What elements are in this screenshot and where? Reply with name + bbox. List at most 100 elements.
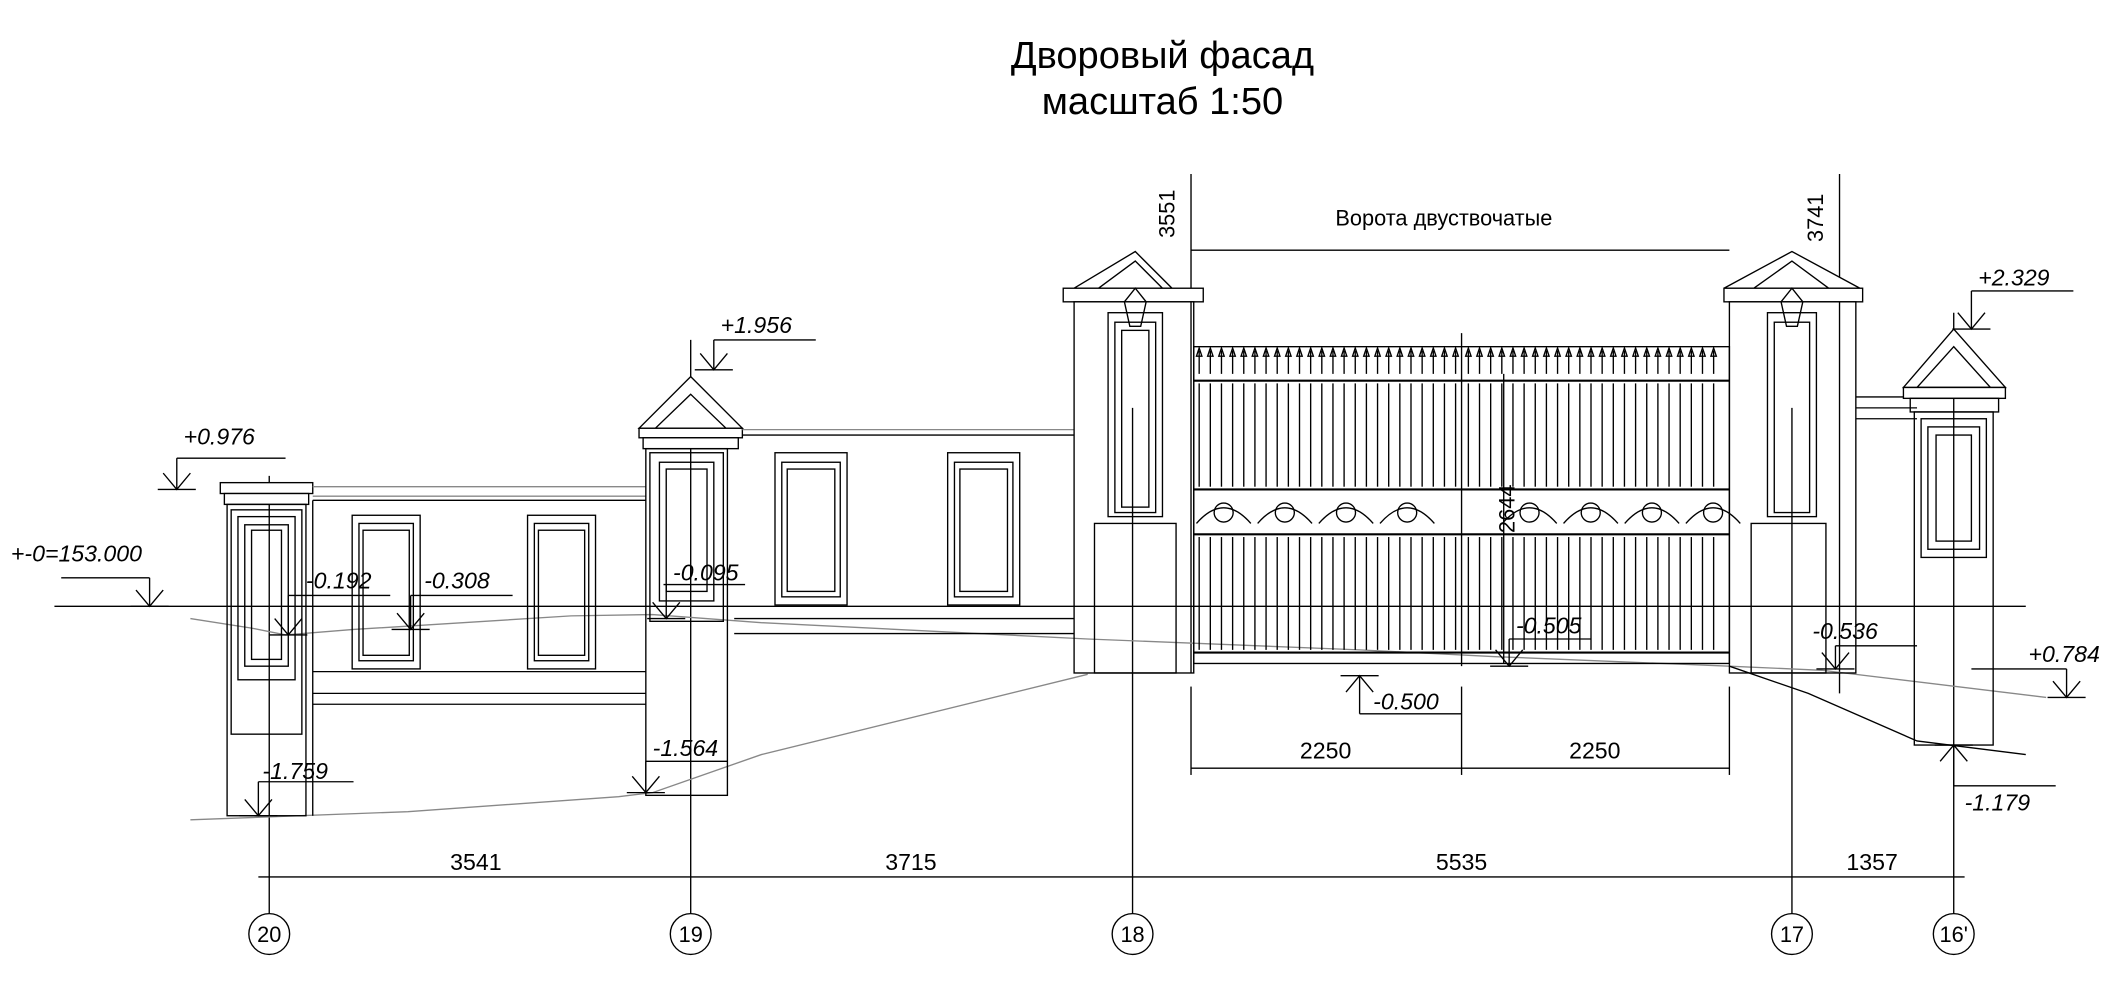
level-marker-p19-bottom: -1.564 (626, 735, 728, 794)
axis-bubble-16: 16' (1932, 912, 1975, 956)
axis-bubble-20: 20 (248, 912, 291, 956)
gate-spear-tip (1464, 345, 1473, 357)
gate-spear-tip (1373, 345, 1382, 357)
level-value: -1.179 (1965, 789, 2031, 815)
gate-scroll-curve (1257, 507, 1313, 524)
level-value: -0.500 (1373, 689, 1439, 715)
level-marker-p16-right: +0.784 (1971, 641, 2100, 699)
gate-leaf-width-left: 2250 (1300, 738, 1351, 764)
level-marker-p19-base: -0.095 (647, 560, 746, 620)
gate-scroll-ornament (1335, 502, 1357, 523)
gate-spear-tip (1565, 345, 1573, 357)
level-value: +1.956 (721, 312, 792, 338)
svg-text:16': 16' (1940, 922, 1968, 947)
level-marker-p16-bottom: -1.179 (1934, 743, 2056, 815)
level-value: -0.536 (1812, 618, 1878, 644)
gate-spear-tip (1329, 345, 1337, 357)
gate-spear-tip (1206, 345, 1214, 357)
gate-spear-tip (1665, 345, 1673, 357)
level-marker-gate-out: -0.500 (1340, 674, 1462, 715)
gate-spear-tip (1531, 345, 1539, 357)
gate-scroll-ornament (1274, 502, 1296, 523)
terrain-right (1729, 665, 2026, 756)
gate-spear-tip (1587, 345, 1595, 357)
gate-scroll-ornament (1519, 502, 1540, 523)
gate-scroll-ornament (1213, 502, 1234, 523)
terrain-lower (190, 673, 1088, 821)
gate-spear-tip (1609, 345, 1617, 357)
gate-spear-tip (1240, 345, 1248, 357)
gate-spear-tip (1631, 345, 1640, 357)
gate-spear-tip (1340, 345, 1348, 357)
svg-text:18: 18 (1120, 922, 1144, 947)
level-value: -0.095 (673, 560, 739, 586)
gate-spear-tip (1262, 345, 1270, 357)
gate-width-dims (1190, 686, 1731, 775)
gate-spear-tip (1418, 345, 1426, 357)
level-marker-datum: +-0=153.000 (11, 540, 169, 608)
gate-scroll-ornament (1396, 502, 1418, 523)
gate-spear-tip (1620, 345, 1629, 357)
level-marker-p17-base: -0.536 (1812, 618, 1918, 670)
gate-spear-tip (1475, 345, 1484, 357)
level-value: +2.329 (1978, 265, 2049, 291)
gate-scroll-curve (1379, 507, 1435, 524)
level-marker-w2: -0.308 (391, 568, 513, 631)
gate-scroll-curve (1563, 507, 1619, 524)
gate-spear-tip (1284, 345, 1293, 357)
gate-label: Ворота двуствочатые (1335, 206, 1552, 231)
gate-spear-tip (1576, 345, 1584, 357)
gate-spear-tip (1407, 345, 1415, 357)
gate-spear-tip (1351, 345, 1359, 357)
gate-spear-tip (1306, 345, 1315, 357)
level-marker-p16-top: +2.329 (1952, 265, 2074, 331)
gate-spear-tip (1520, 345, 1528, 357)
gate-spear-tip (1195, 345, 1203, 357)
drawing-title: Дворовый фасад (1011, 35, 1314, 77)
gate-spear-tip (1643, 345, 1651, 357)
axis-dim-18-17: 5535 (1436, 849, 1487, 875)
gate-spear-tip (1385, 345, 1393, 357)
gate-scroll-curve (1685, 507, 1741, 524)
level-value: +-0=153.000 (11, 540, 142, 566)
axis-bubble-18: 18 (1111, 912, 1154, 956)
level-value: +0.784 (2029, 641, 2100, 667)
pier-17 (1723, 250, 1864, 674)
gate-spear-tip (1451, 345, 1460, 357)
level-value: -0.505 (1516, 613, 1582, 639)
terrain-upper (190, 613, 2047, 699)
level-marker-p20-top: +0.976 (157, 424, 286, 491)
pier-19 (637, 375, 745, 797)
gate-spear-tip (1273, 345, 1281, 357)
gate-spear-tip (1598, 345, 1606, 357)
gate-spear-tip (1440, 345, 1449, 357)
gate-spear-tip (1498, 345, 1506, 357)
pier-16 (1901, 327, 2007, 746)
gate-spear-tip (1429, 345, 1437, 357)
gate-spear-tip (1217, 345, 1226, 357)
level-marker-p19-top: +1.956 (694, 312, 816, 371)
gate-scroll-curve (1318, 507, 1374, 524)
gate-spear-tip (1654, 345, 1662, 357)
gate-spear-tip (1295, 345, 1304, 357)
gate-scroll-ornament (1580, 502, 1601, 523)
svg-text:19: 19 (679, 922, 703, 947)
gate-scroll-ornament (1702, 502, 1724, 523)
wall-19-18 (734, 428, 1075, 635)
gate-scroll-curve (1501, 507, 1558, 524)
gate-scroll-ornament (1641, 502, 1663, 523)
axis-dim-20-19: 3541 (450, 849, 501, 875)
gate-spear-tip (1318, 345, 1326, 357)
height-dim-left: 3551 (1155, 190, 1180, 238)
wall-20-19 (312, 486, 646, 816)
gate-spear-tip (1687, 345, 1695, 357)
gate-double-leaf (1193, 333, 1741, 667)
level-value: -1.759 (262, 758, 328, 784)
axis-dim-17-16: 1357 (1846, 849, 1897, 875)
height-dim-right: 3741 (1803, 194, 1828, 242)
gate-spear-tip (1676, 345, 1684, 357)
gate-height-dim: 2644 (1495, 485, 1520, 533)
level-marker-p20-bottom: -1.759 (239, 758, 354, 817)
gate-spear-tip (1396, 345, 1404, 357)
